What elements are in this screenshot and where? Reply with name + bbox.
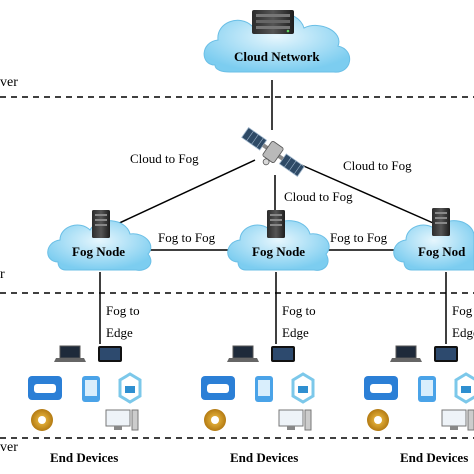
link-label-cloud-to-fog-right: Cloud to Fog: [343, 158, 412, 173]
sensor-icon: [31, 409, 53, 431]
link-label-fog-to-fog-1: Fog to Fog: [158, 230, 216, 245]
car-chip-icon: [364, 376, 398, 400]
end-device-group-3-icons: [364, 345, 474, 431]
satellite-fog-link-left: [99, 159, 256, 233]
edge-link-2-line1: Fog to: [282, 303, 316, 318]
desktop-icon: [441, 409, 474, 431]
fog-node-1-label: Fog Node: [72, 244, 126, 259]
car-chip-icon: [28, 376, 62, 400]
factory-icon: [291, 372, 315, 404]
fog-node-3-server-icon: [432, 208, 450, 236]
cloud-network-cloud-icon: [203, 12, 350, 73]
phone-icon: [255, 376, 273, 402]
tablet-icon: [271, 346, 295, 362]
fog-node-2-cloud-icon: [227, 220, 330, 271]
tablet-icon: [434, 346, 458, 362]
desktop-icon: [278, 409, 312, 431]
fog-node-1-server-icon: [92, 210, 110, 238]
end-devices-label-2: End Devices: [230, 450, 299, 465]
link-label-fog-to-fog-2: Fog to Fog: [330, 230, 388, 245]
satellite-icon: [241, 127, 305, 177]
laptop-icon: [227, 345, 259, 362]
sensor-icon: [204, 409, 226, 431]
phone-icon: [418, 376, 436, 402]
link-label-cloud-to-fog-left: Cloud to Fog: [130, 151, 199, 166]
edge-link-1-line2: Edge: [106, 325, 133, 340]
end-device-group-1-icons: [28, 345, 142, 431]
tablet-icon: [98, 346, 122, 362]
cloud-server-icon: [252, 10, 294, 34]
desktop-icon: [105, 409, 139, 431]
edge-link-3-line2: Edge: [452, 325, 474, 340]
layer-label-top: ver: [0, 75, 18, 90]
link-label-cloud-to-fog-center: Cloud to Fog: [284, 189, 353, 204]
fog-node-3-label: Fog Nod: [418, 244, 466, 259]
phone-icon: [82, 376, 100, 402]
cloud-network-label: Cloud Network: [234, 49, 320, 64]
end-device-group-2-icons: [201, 345, 315, 431]
laptop-icon: [54, 345, 86, 362]
edge-link-1-line1: Fog to: [106, 303, 140, 318]
fog-node-2-server-icon: [267, 210, 285, 238]
edge-link-3-line1: Fog: [452, 303, 473, 318]
layer-label-middle: r: [0, 267, 5, 282]
end-devices-label-1: End Devices: [50, 450, 119, 465]
factory-icon: [118, 372, 142, 404]
fog-node-1-cloud-icon: [47, 220, 152, 271]
satellite-fog-link-right: [289, 159, 441, 227]
edge-link-2-line2: Edge: [282, 325, 309, 340]
end-devices-label-3: End Devices: [400, 450, 469, 465]
factory-icon: [454, 372, 474, 404]
layer-label-bottom: ver: [0, 440, 18, 455]
sensor-icon: [367, 409, 389, 431]
car-chip-icon: [201, 376, 235, 400]
laptop-icon: [390, 345, 422, 362]
fog-node-2-label: Fog Node: [252, 244, 306, 259]
